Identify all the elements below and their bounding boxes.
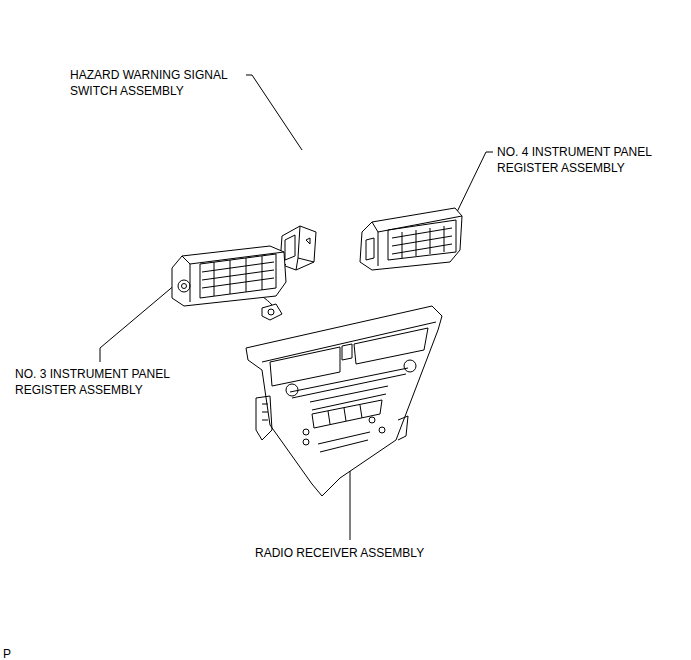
- radio-receiver: [246, 306, 442, 496]
- leader-line: [456, 152, 493, 214]
- part-name: HAZARD WARNING SIGNAL SWITCH ASSEMBLY: [70, 67, 245, 99]
- register-vent: [172, 246, 286, 306]
- part-name: NO. 4 INSTRUMENT PANEL REGISTER ASSEMBLY: [497, 144, 677, 176]
- figure-code: P: [3, 646, 33, 660]
- part-name: NO. 3 INSTRUMENT PANEL REGISTER ASSEMBLY: [15, 366, 195, 398]
- leader-line: [350, 470, 351, 540]
- leader-line: [100, 284, 176, 362]
- register-vent: [360, 208, 462, 270]
- leader-line: [246, 75, 302, 150]
- part-name: RADIO RECEIVER ASSEMBLY: [255, 545, 475, 561]
